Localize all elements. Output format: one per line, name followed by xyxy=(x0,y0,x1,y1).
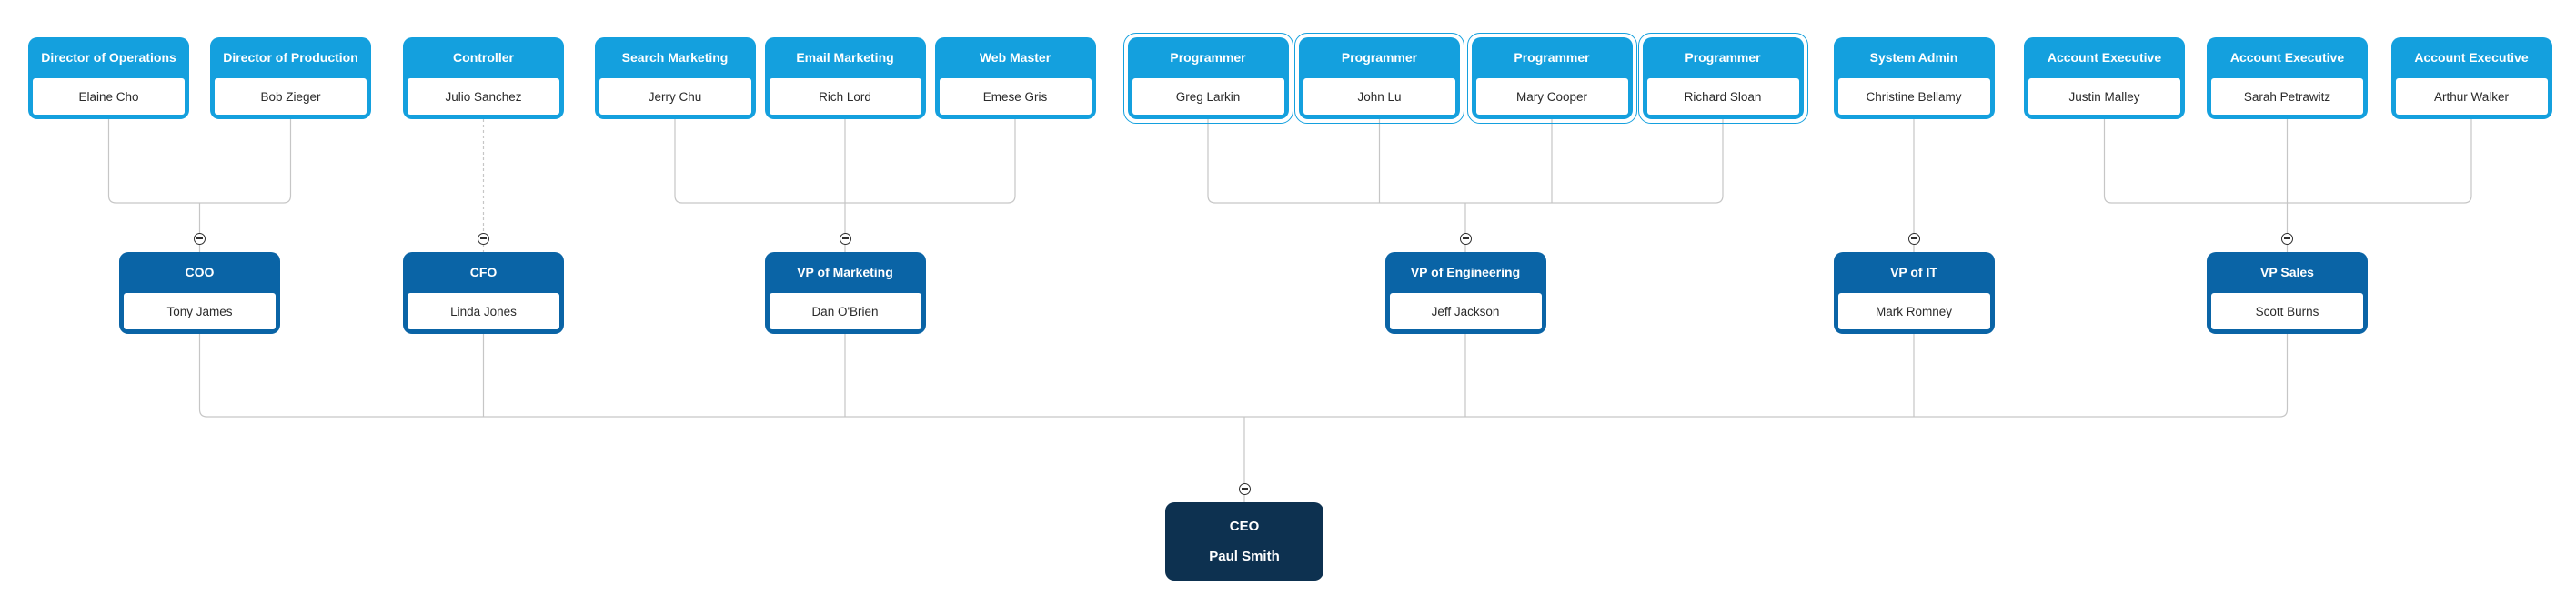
node-name: Mary Cooper xyxy=(1475,78,1628,115)
node-title: Account Executive xyxy=(2229,50,2345,65)
node-name: Justin Malley xyxy=(2028,78,2180,115)
node-title: COO xyxy=(185,265,215,279)
node-title: Email Marketing xyxy=(796,50,894,65)
node-title: VP of Marketing xyxy=(797,265,893,279)
node-title: System Admin xyxy=(1869,50,1958,65)
node-title: Controller xyxy=(453,50,514,65)
collapse-toggle-cfo[interactable] xyxy=(478,232,489,245)
connector-path xyxy=(1207,119,1724,252)
node-name: Elaine Cho xyxy=(33,78,185,115)
node-title: CEO xyxy=(1229,519,1260,534)
node-name: Jerry Chu xyxy=(599,78,751,115)
minus-circle-icon xyxy=(480,237,487,239)
node-title: Account Executive xyxy=(2047,50,2162,65)
node-name: Dan O'Brien xyxy=(769,293,921,329)
node-title: Director of Production xyxy=(223,50,358,65)
node-title: Director of Operations xyxy=(41,50,176,65)
node-name: Tony James xyxy=(124,293,276,329)
node-title: Programmer xyxy=(1341,50,1418,65)
org-node-vp-it[interactable]: VP of IT Mark Romney xyxy=(1833,252,1995,334)
minus-circle-icon xyxy=(1910,237,1917,239)
node-title: VP of Engineering xyxy=(1410,265,1521,279)
node-title: Account Executive xyxy=(2414,50,2529,65)
node-name: Emese Gris xyxy=(939,78,1092,115)
node-name: Christine Bellamy xyxy=(1837,78,1990,115)
minus-circle-icon xyxy=(196,237,203,239)
node-name: Linda Jones xyxy=(408,293,559,329)
node-name: Paul Smith xyxy=(1209,548,1280,564)
minus-circle-icon xyxy=(841,237,849,239)
node-title: CFO xyxy=(469,265,498,279)
node-name: Julio Sanchez xyxy=(408,78,559,115)
node-name: Bob Zieger xyxy=(215,78,367,115)
collapse-toggle-ceo[interactable] xyxy=(1238,482,1251,495)
org-node-ceo[interactable]: CEO Paul Smith xyxy=(1165,502,1323,581)
node-name: Rich Lord xyxy=(769,78,921,115)
org-node-coo[interactable]: COO Tony James xyxy=(119,252,280,334)
node-name: Sarah Petrawitz xyxy=(2211,78,2363,115)
collapse-toggle-vp-sales[interactable] xyxy=(2281,232,2293,245)
node-title: VP of IT xyxy=(1890,265,1937,279)
minus-circle-icon xyxy=(1462,237,1469,239)
node-title: Programmer xyxy=(1170,50,1246,65)
node-name: Richard Sloan xyxy=(1646,78,1799,115)
node-title: Programmer xyxy=(1514,50,1590,65)
node-title: Web Master xyxy=(979,50,1052,65)
connector-path xyxy=(198,334,2289,502)
collapse-toggle-coo[interactable] xyxy=(194,232,206,245)
collapse-toggle-vp-engineering[interactable] xyxy=(1459,232,1472,245)
minus-circle-icon xyxy=(1241,488,1248,490)
org-node-cfo[interactable]: CFO Linda Jones xyxy=(403,252,564,334)
node-title: Programmer xyxy=(1685,50,1761,65)
node-name: Greg Larkin xyxy=(1132,78,1284,115)
node-name: Jeff Jackson xyxy=(1389,293,1542,329)
node-name: John Lu xyxy=(1303,78,1455,115)
node-name: Arthur Walker xyxy=(2395,78,2548,115)
minus-circle-icon xyxy=(2284,237,2290,239)
node-name: Scott Burns xyxy=(2211,293,2363,329)
collapse-toggle-vp-marketing[interactable] xyxy=(839,232,851,245)
collapse-toggle-vp-it[interactable] xyxy=(1907,232,1920,245)
node-title: Search Marketing xyxy=(621,50,729,65)
node-name: Mark Romney xyxy=(1837,293,1990,329)
node-title: VP Sales xyxy=(2260,265,2314,279)
